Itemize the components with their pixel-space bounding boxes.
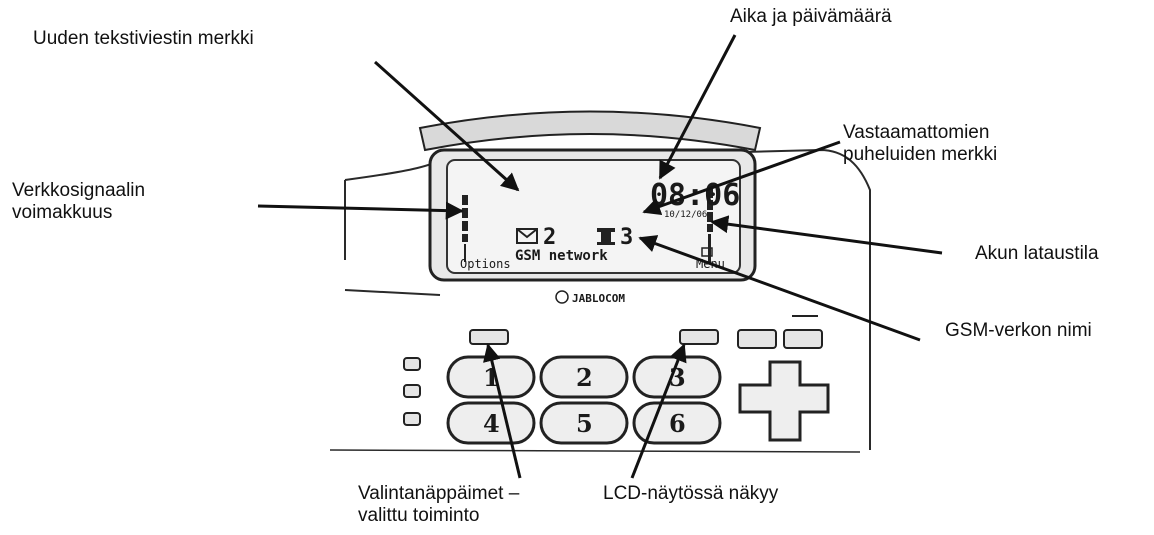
arrow-right-softkey bbox=[630, 343, 687, 479]
arrow-sms-indicator bbox=[373, 60, 520, 192]
keypad: 1 2 3 4 5 6 bbox=[446, 355, 722, 445]
side-keys bbox=[403, 357, 421, 426]
brand-logo: JABLOCOM bbox=[555, 290, 625, 305]
key-6[interactable] bbox=[632, 401, 722, 445]
key-2-label: 2 bbox=[576, 363, 593, 392]
navigation-cross[interactable] bbox=[738, 360, 830, 442]
arrow-left-softkey bbox=[483, 343, 522, 479]
label-signal: Verkkosignaalin voimakkuus bbox=[12, 180, 145, 224]
lcd-sms-count: 2 bbox=[543, 225, 556, 250]
label-sms-indicator: Uuden tekstiviestin merkki bbox=[33, 28, 254, 49]
key-6-label: 6 bbox=[669, 409, 686, 438]
label-missed-calls-line1: Vastaamattomien bbox=[843, 122, 990, 143]
call-key[interactable] bbox=[783, 329, 823, 349]
label-lcd-shows: LCD-näytössä näkyy bbox=[603, 483, 779, 504]
lcd-network-name: GSM network bbox=[515, 248, 608, 264]
right-softkey[interactable] bbox=[679, 329, 719, 345]
lcd-date: 10/12/06 bbox=[664, 210, 707, 220]
signal-strength-icon bbox=[462, 195, 468, 262]
label-signal-line2: voimakkuus bbox=[12, 202, 113, 223]
end-call-key[interactable] bbox=[737, 329, 777, 349]
label-date-time: Aika ja päivämäärä bbox=[730, 6, 892, 27]
phone-handset-icon bbox=[597, 228, 615, 245]
label-battery: Akun lataustila bbox=[975, 243, 1099, 264]
lcd-missed-count: 3 bbox=[620, 225, 633, 250]
battery-icon bbox=[701, 188, 713, 264]
left-softkey[interactable] bbox=[469, 329, 509, 345]
arrow-signal bbox=[257, 201, 464, 220]
key-4[interactable] bbox=[446, 401, 536, 445]
key-5[interactable] bbox=[539, 401, 629, 445]
label-missed-calls-line2: puheluiden merkki bbox=[843, 144, 998, 165]
key-4-label: 4 bbox=[483, 409, 500, 438]
brand-name: JABLOCOM bbox=[572, 292, 625, 305]
label-select-keys: Valintanäppäimet – valittu toiminto bbox=[358, 483, 519, 527]
label-select-keys-line2: valittu toiminto bbox=[358, 505, 480, 526]
lcd-softkey-left: Options bbox=[460, 257, 511, 271]
key-2[interactable] bbox=[539, 355, 629, 399]
label-network-name: GSM-verkon nimi bbox=[945, 320, 1092, 341]
pointer-arrows bbox=[257, 34, 943, 479]
arrow-missed-calls bbox=[642, 140, 841, 216]
arrow-date-time bbox=[658, 34, 737, 180]
arrow-network-name bbox=[638, 235, 921, 342]
label-select-keys-line1: Valintanäppäimet – bbox=[358, 483, 520, 504]
label-signal-line1: Verkkosignaalin bbox=[12, 180, 146, 201]
label-missed-calls: Vastaamattomien puheluiden merkki bbox=[843, 122, 997, 166]
arrow-battery bbox=[710, 215, 943, 255]
key-5-label: 5 bbox=[576, 409, 593, 438]
envelope-icon bbox=[516, 228, 538, 244]
